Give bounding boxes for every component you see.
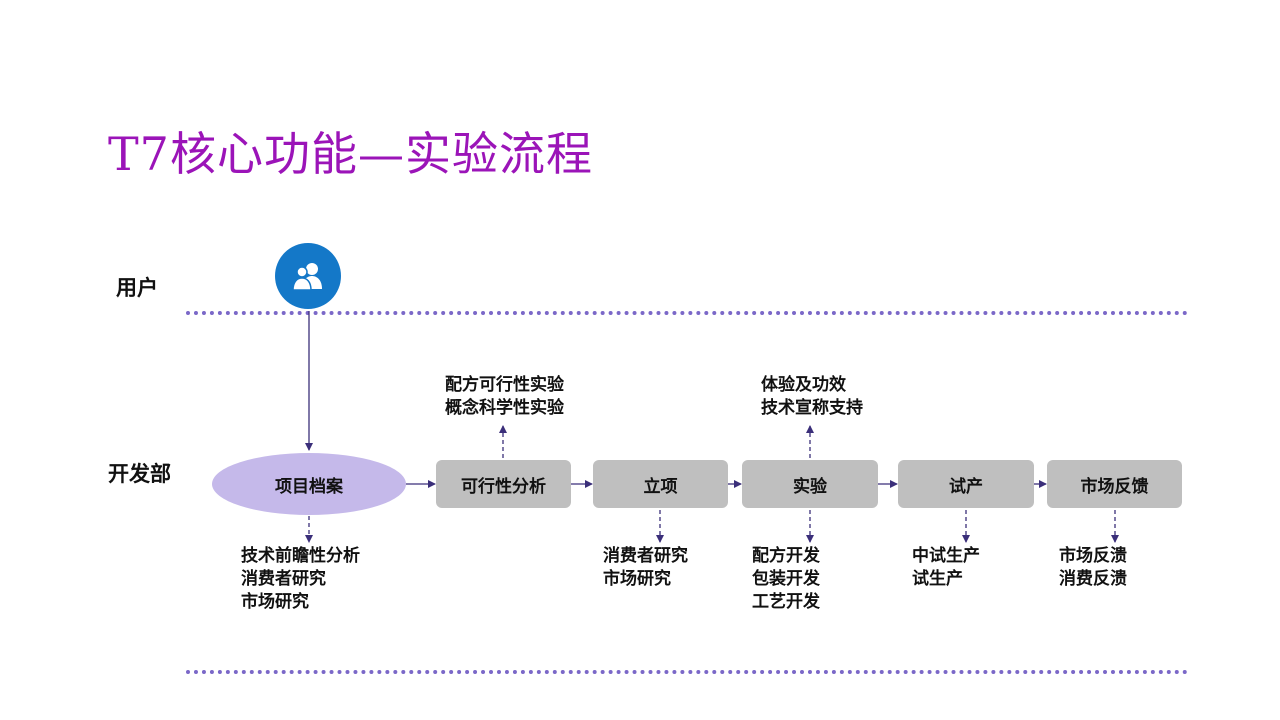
note-market-bottom: 市场反溃 消费反溃 bbox=[1059, 545, 1127, 591]
note-line: 消费者研究 bbox=[603, 546, 688, 566]
note-line: 配方可行性实验 bbox=[445, 375, 564, 395]
flow-step-project-approval: 立项 bbox=[593, 460, 728, 508]
note-line: 市场反溃 bbox=[1059, 546, 1127, 566]
note-feasibility-top: 配方可行性实验 概念科学性实验 bbox=[445, 374, 564, 420]
note-project-bottom: 消费者研究 市场研究 bbox=[603, 545, 688, 591]
note-line: 中试生产 bbox=[912, 546, 980, 566]
page-title: T7核心功能—实验流程 bbox=[108, 127, 593, 181]
note-line: 技术宣称支持 bbox=[761, 398, 863, 418]
note-archive-bottom: 技术前瞻性分析 消费者研究 市场研究 bbox=[241, 545, 360, 614]
note-line: 消费者研究 bbox=[241, 569, 326, 589]
lane-divider-top bbox=[186, 311, 1188, 315]
lane-divider-bottom bbox=[186, 670, 1188, 674]
note-line: 工艺开发 bbox=[752, 592, 820, 612]
flow-step-market-feedback: 市场反馈 bbox=[1047, 460, 1182, 508]
flow-step-trial-production: 试产 bbox=[898, 460, 1034, 508]
note-line: 概念科学性实验 bbox=[445, 398, 564, 418]
note-trial-bottom: 中试生产 试生产 bbox=[912, 545, 980, 591]
note-line: 技术前瞻性分析 bbox=[241, 546, 360, 566]
flow-step-feasibility: 可行性分析 bbox=[436, 460, 571, 508]
note-experiment-bottom: 配方开发 包装开发 工艺开发 bbox=[752, 545, 820, 614]
note-line: 试生产 bbox=[912, 569, 963, 589]
lane-label-user: 用户 bbox=[116, 276, 158, 300]
lane-label-dev: 开发部 bbox=[108, 462, 171, 486]
note-line: 配方开发 bbox=[752, 546, 820, 566]
users-icon bbox=[275, 243, 341, 309]
note-line: 消费反溃 bbox=[1059, 569, 1127, 589]
note-experiment-top: 体验及功效 技术宣称支持 bbox=[761, 374, 863, 420]
flow-node-project-archive: 项目档案 bbox=[212, 453, 406, 515]
note-line: 包装开发 bbox=[752, 569, 820, 589]
note-line: 市场研究 bbox=[603, 569, 671, 589]
note-line: 市场研究 bbox=[241, 592, 309, 612]
flow-step-experiment: 实验 bbox=[742, 460, 878, 508]
note-line: 体验及功效 bbox=[761, 375, 846, 395]
